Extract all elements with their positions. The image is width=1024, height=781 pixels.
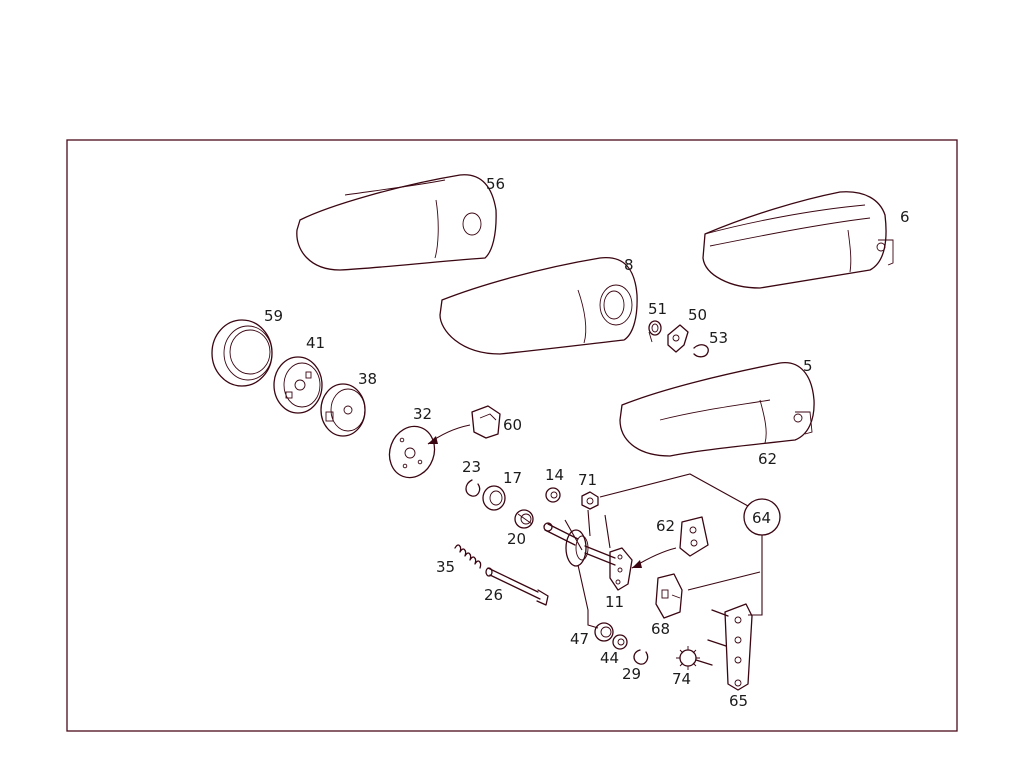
callout-64: 64	[752, 509, 771, 527]
callout-26: 26	[484, 586, 503, 604]
callout-59: 59	[264, 307, 283, 325]
part-38-disc	[320, 383, 366, 437]
callout-68: 68	[651, 620, 670, 638]
callout-44: 44	[600, 649, 619, 667]
part-64-reference	[599, 473, 781, 616]
part-44-washer	[612, 634, 628, 650]
part-17-bushing	[482, 485, 506, 511]
part-50-bracket	[667, 324, 689, 353]
part-8-armrest-cover	[439, 257, 638, 355]
callout-47: 47	[570, 630, 589, 648]
callout-74: 74	[672, 670, 691, 688]
part-32-plate	[388, 425, 436, 479]
diagram-border	[66, 139, 958, 732]
callout-14: 14	[545, 466, 564, 484]
callout-8: 8	[624, 256, 634, 274]
part-41-drum	[273, 356, 323, 414]
part-56-armrest-cover	[296, 174, 497, 271]
part-62-bracket	[631, 516, 709, 569]
callout-29: 29	[622, 665, 641, 683]
callout-38: 38	[358, 370, 377, 388]
callout-32: 32	[413, 405, 432, 423]
callout-56: 56	[486, 175, 505, 193]
part-11-hinge-shaft	[543, 522, 633, 591]
callout-60: 60	[503, 416, 522, 434]
part-20-spring	[514, 509, 534, 529]
part-60-clip	[427, 405, 501, 445]
callout-5: 5	[803, 357, 813, 375]
callout-62-lower: 62	[656, 517, 675, 535]
part-68-lock	[655, 573, 683, 619]
part-6-armrest-assembly	[702, 191, 894, 289]
part-51-spring	[648, 320, 662, 343]
callout-62-upper: 62	[758, 450, 777, 468]
part-53-clip	[693, 344, 709, 358]
callout-6: 6	[900, 208, 910, 226]
part-47-bushing	[594, 622, 614, 642]
callout-50: 50	[688, 306, 707, 324]
part-35-spring	[454, 544, 482, 569]
part-14-nut	[545, 487, 561, 503]
callout-51: 51	[648, 300, 667, 318]
part-23-circlip	[465, 479, 481, 497]
callout-53: 53	[709, 329, 728, 347]
part-26-pin	[485, 567, 549, 606]
callout-65: 65	[729, 692, 748, 710]
part-74-gear	[676, 646, 713, 670]
part-29-circlip	[633, 649, 649, 665]
part-71-nut	[581, 491, 599, 510]
part-59-ring	[211, 319, 273, 387]
part-65-hinge-plate	[707, 603, 753, 691]
callout-41: 41	[306, 334, 325, 352]
callout-71: 71	[578, 471, 597, 489]
part-5-armrest-cover	[619, 362, 815, 457]
callout-20: 20	[507, 530, 526, 548]
callout-23: 23	[462, 458, 481, 476]
leader-lines	[564, 509, 611, 629]
callout-11: 11	[605, 593, 624, 611]
callout-35: 35	[436, 558, 455, 576]
callout-17: 17	[503, 469, 522, 487]
